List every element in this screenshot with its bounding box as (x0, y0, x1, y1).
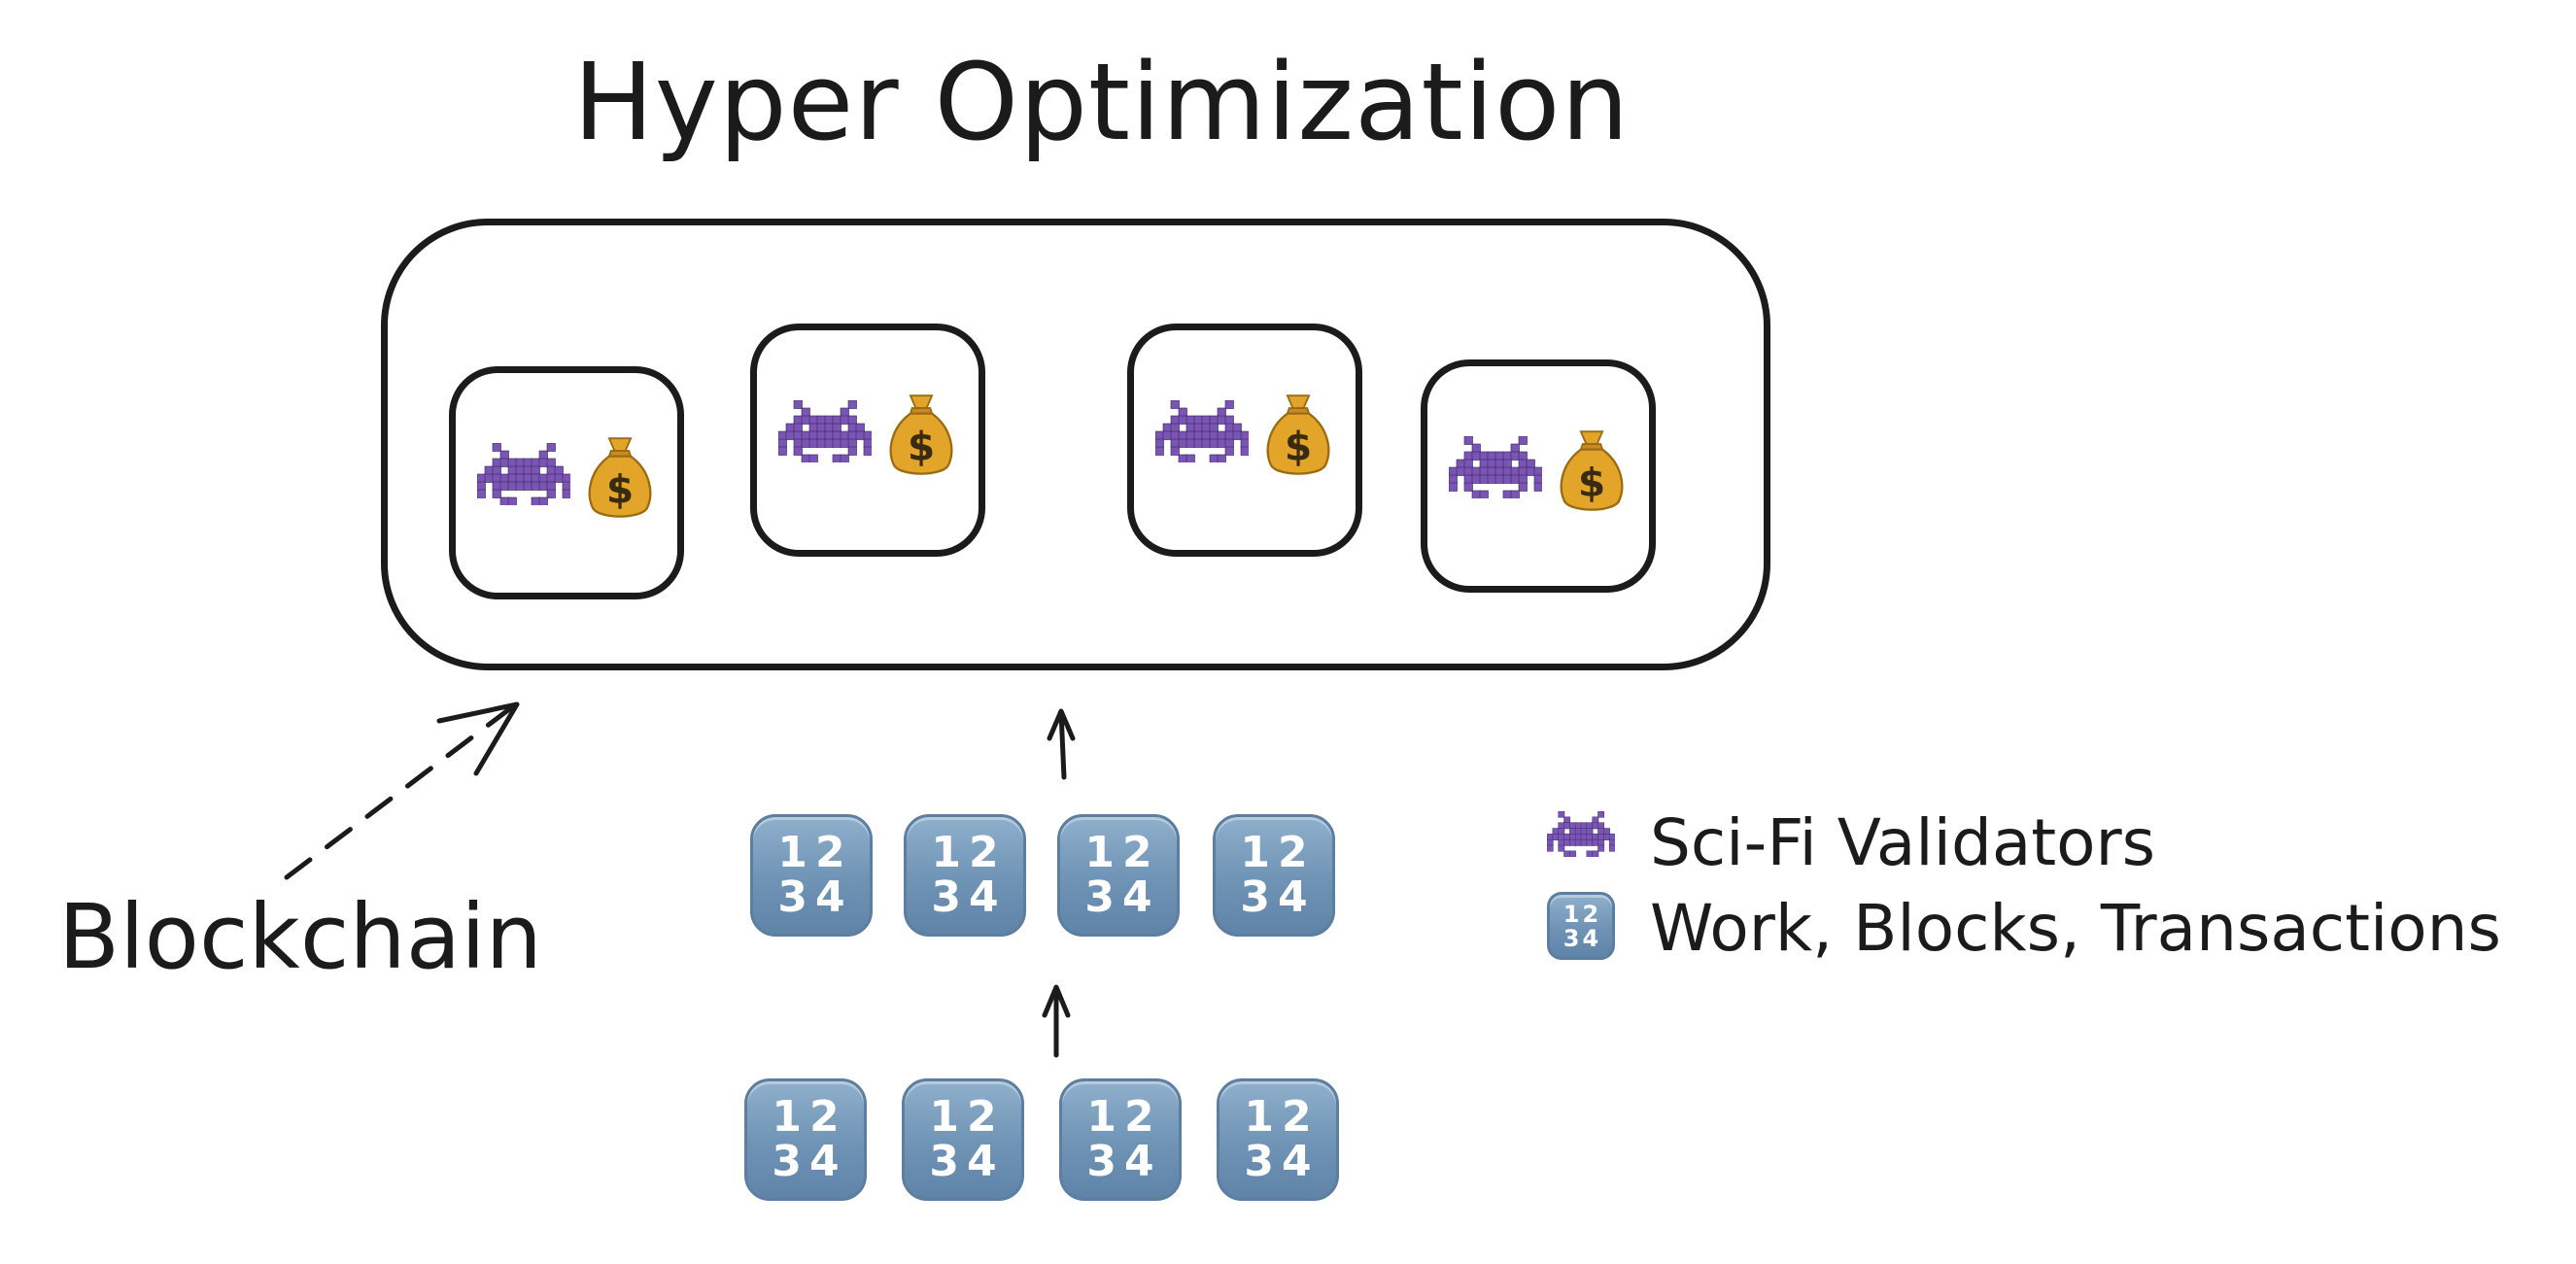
legend-validators-label: Sci-Fi Validators (1650, 805, 2156, 880)
validator-box: $ (750, 324, 985, 557)
work-tile: 12 34 (750, 814, 873, 937)
work-tile-top: 12 (1084, 828, 1160, 877)
work-tile-top: 12 (931, 828, 1007, 877)
work-tile-bottom: 34 (929, 1137, 1005, 1186)
diagram-title: Hyper Optimization (573, 40, 1631, 164)
work-tile: 12 34 (904, 814, 1026, 937)
legend-work-label: Work, Blocks, Transactions (1650, 891, 2501, 966)
work-tile-top: 12 (777, 828, 853, 877)
legend-tile-bottom: 34 (1563, 925, 1602, 952)
work-tile-bottom: 34 (1086, 1137, 1162, 1186)
money-bag-icon: $ (584, 429, 656, 527)
money-bag-icon: $ (1262, 387, 1334, 484)
svg-text:$: $ (908, 424, 935, 470)
svg-text:$: $ (1578, 460, 1605, 506)
work-tile: 12 34 (744, 1078, 867, 1201)
work-tile: 12 34 (1213, 814, 1335, 937)
blockchain-container (381, 219, 1770, 670)
blockchain-label: Blockchain (58, 885, 542, 989)
work-tile: 12 34 (1057, 814, 1180, 937)
money-bag-icon: $ (885, 387, 957, 484)
legend-tile-top: 12 (1563, 901, 1602, 928)
validator-box: $ (1127, 324, 1362, 557)
alien-monster-icon (1154, 399, 1250, 466)
work-tile: 12 34 (1059, 1078, 1182, 1201)
alien-monster-icon (476, 442, 571, 509)
svg-text:$: $ (606, 466, 634, 513)
work-tile-top: 12 (1240, 828, 1316, 877)
up-arrow-upper (1047, 708, 1076, 780)
work-tile: 12 34 (1217, 1078, 1339, 1201)
alien-monster-icon (777, 399, 873, 466)
work-tile-bottom: 34 (1240, 872, 1316, 922)
money-bag-icon: $ (1556, 423, 1628, 520)
work-tile-top: 12 (929, 1092, 1005, 1142)
work-tile-bottom: 34 (1244, 1137, 1320, 1186)
work-tile-bottom: 34 (772, 1137, 847, 1186)
work-tile: 12 34 (902, 1078, 1024, 1201)
svg-text:$: $ (1285, 424, 1312, 470)
up-arrow-lower (1042, 984, 1071, 1058)
validator-box: $ (1421, 359, 1656, 593)
work-tile-bottom: 34 (931, 872, 1007, 922)
work-tile-top: 12 (1086, 1092, 1162, 1142)
validator-box: $ (449, 366, 684, 599)
work-tile-bottom: 34 (777, 872, 853, 922)
work-tile-top: 12 (772, 1092, 847, 1142)
legend-input-numbers-icon: 12 34 (1547, 892, 1615, 960)
dashed-arrow (284, 701, 520, 880)
alien-monster-icon (1448, 435, 1543, 502)
work-tile-top: 12 (1244, 1092, 1320, 1142)
legend-alien-monster-icon (1546, 810, 1616, 861)
work-tile-bottom: 34 (1084, 872, 1160, 922)
